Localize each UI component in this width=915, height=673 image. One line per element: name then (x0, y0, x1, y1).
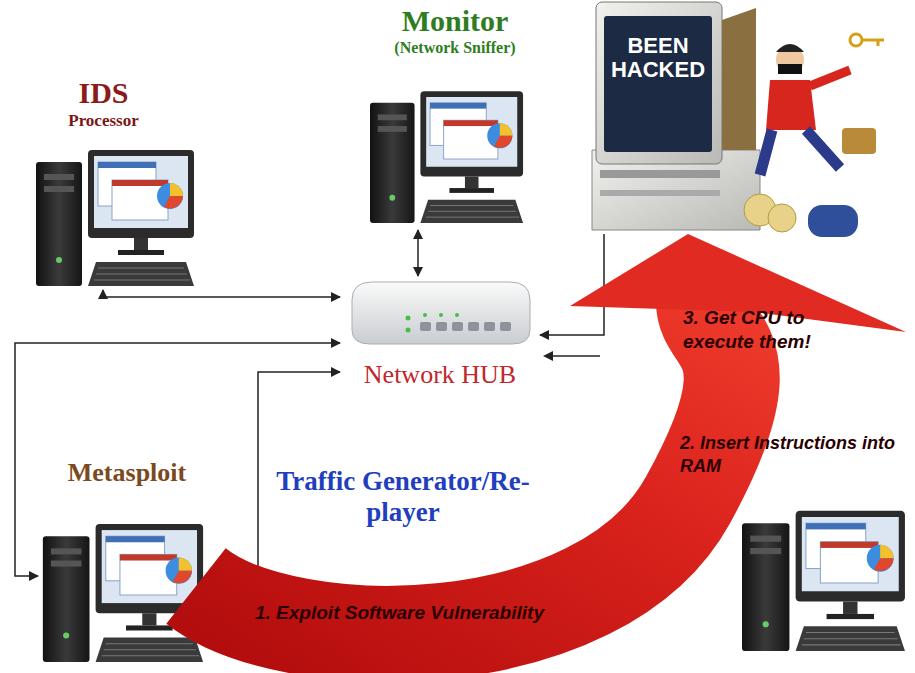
step-note: 1. Exploit Software Vulnerability (255, 601, 544, 625)
computer-icon (370, 91, 523, 223)
computer-node: Metasploit (38, 458, 216, 668)
node-title: Metasploit (68, 458, 186, 488)
network-link (15, 343, 340, 576)
computer-node: Monitor(Network Sniffer) (355, 4, 555, 230)
computer-icon (43, 524, 203, 662)
step-note: 3. Get CPU to execute them! (683, 306, 815, 354)
node-title: Traffic Generator/Re-player (272, 466, 534, 528)
node-title: Network HUB (364, 360, 516, 390)
computer-node: Network HUB (340, 276, 540, 390)
node-title: IDS (78, 76, 128, 111)
computer-icon (36, 150, 194, 286)
hacked-computer-icon (592, 2, 760, 230)
network-link (540, 234, 604, 335)
network-link (417, 230, 419, 276)
network-link (103, 290, 340, 297)
hub-icon (352, 282, 530, 344)
node-title: BEEN HACKED (604, 34, 712, 82)
node-subtitle: Processor (68, 111, 139, 131)
link-line (543, 351, 600, 361)
node-title: Monitor (402, 4, 509, 39)
node-subtitle: (Network Sniffer) (394, 39, 515, 57)
computer-icon (742, 511, 905, 651)
arrow-shaft (196, 302, 732, 634)
thief-figure (744, 34, 884, 237)
step-note: 2. Insert Instructions into RAM (680, 432, 908, 477)
computer-node: BEEN HACKED (590, 0, 768, 234)
computer-node: IDSProcessor (25, 76, 210, 290)
